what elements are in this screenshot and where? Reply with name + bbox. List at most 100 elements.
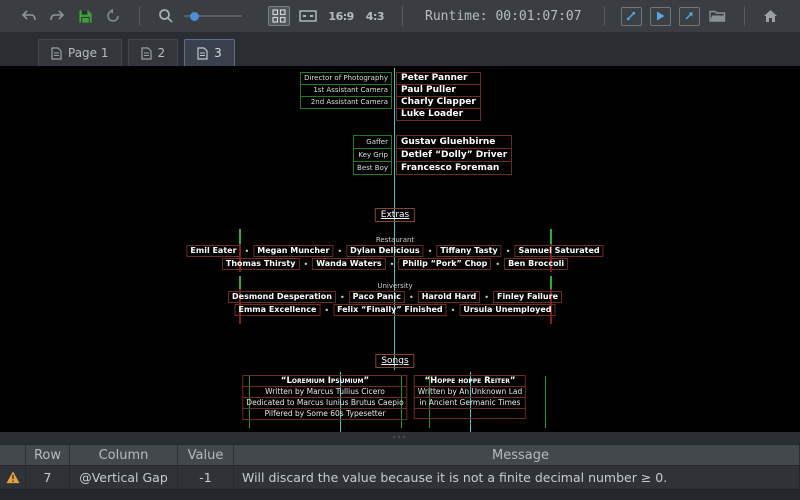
extras-names-row: Emil Eater•Megan Muncher•Dylan Delicious… [186, 245, 604, 257]
guides-toggle-button[interactable] [268, 6, 291, 26]
tab-page-3[interactable]: 3 [184, 39, 235, 66]
credit-name[interactable]: Charly Clapper [396, 96, 481, 109]
open-folder-button[interactable] [708, 6, 728, 26]
bullet-separator: • [505, 246, 511, 256]
redo-icon [50, 10, 65, 21]
song-credit-line[interactable] [413, 408, 527, 419]
bullet-separator: • [324, 305, 330, 315]
extra-name[interactable]: Desmond Desperation [228, 291, 336, 303]
credit-name[interactable]: Luke Loader [396, 108, 481, 121]
bullet-separator: • [484, 292, 489, 302]
credit-role-label[interactable]: 2nd Assistant Camera [300, 96, 392, 109]
undo-icon [22, 10, 37, 21]
bullet-separator: • [427, 246, 433, 256]
group-title-restaurant: Restaurant [375, 236, 415, 244]
render-frame-button[interactable] [620, 6, 642, 26]
undo-button[interactable] [19, 6, 39, 26]
extra-name[interactable]: Tiffany Tasty [436, 245, 502, 257]
extra-name[interactable]: Emma Excellence [234, 304, 321, 316]
extra-name[interactable]: Wanda Waters [312, 258, 386, 270]
folder-icon [709, 10, 726, 22]
song-credit-line[interactable]: in Ancient Germanic Times [413, 397, 527, 409]
credit-role-label[interactable]: Best Boy [353, 161, 392, 175]
revert-icon [107, 8, 120, 22]
severity-cell [0, 466, 26, 489]
credit-role-label[interactable]: Key Grip [353, 148, 392, 162]
zoom-slider-knob[interactable] [190, 12, 200, 21]
credit-name[interactable]: Gustav Gluehbirne [396, 135, 513, 149]
song-block-edge-guide [545, 376, 546, 428]
credit-role-label[interactable]: Gaffer [353, 135, 392, 149]
zoom-slider-track [184, 15, 243, 17]
value-column-header[interactable]: Value [178, 445, 234, 465]
issue-value: -1 [178, 466, 234, 489]
extras-names-row: Emma Excellence•Felix “Finally” Finished… [234, 304, 556, 316]
redo-button[interactable] [47, 6, 67, 26]
zoom-button[interactable] [156, 6, 176, 26]
revert-button[interactable] [103, 6, 123, 26]
tab-label: 3 [214, 46, 222, 60]
credit-name[interactable]: Detlef “Dolly” Driver [396, 148, 513, 162]
credit-name[interactable]: Francesco Foreman [396, 161, 513, 175]
bullet-separator: • [339, 292, 345, 302]
credit-role-label[interactable]: 1st Assistant Camera [300, 84, 392, 97]
section-marker-green [550, 229, 552, 244]
tab-page-2[interactable]: 2 [127, 39, 179, 66]
credit-role-label[interactable]: Director of Photography [300, 72, 392, 85]
song-block-edge-guide [429, 376, 430, 428]
home-button[interactable] [761, 6, 781, 26]
aspect-16-9-button[interactable]: 16:9 [328, 9, 354, 23]
column-column-header[interactable]: Column [70, 445, 178, 465]
extra-name[interactable]: Thomas Thirsty [221, 258, 300, 270]
tab-page-1[interactable]: Page 1 [38, 39, 122, 66]
guides-grid-icon [272, 9, 287, 23]
songs-heading-label: Songs [381, 356, 409, 366]
toolbar-separator [402, 6, 404, 26]
extra-name[interactable]: Ursula Unemployed [459, 304, 556, 316]
extra-name[interactable]: Ben Broccoli [504, 258, 569, 270]
bullet-separator: • [408, 292, 414, 302]
song-credit-line[interactable]: Written by An Unknown Lad [413, 386, 527, 398]
bullet-separator: • [244, 246, 250, 256]
bullet-separator: • [303, 259, 309, 269]
bullet-separator: • [337, 246, 343, 256]
issue-row[interactable]: 7 @Vertical Gap -1 Will discard the valu… [0, 466, 800, 489]
extra-name[interactable]: Emil Eater [186, 245, 241, 257]
page-icon [197, 46, 208, 60]
panel-resize-handle[interactable]: ··· [392, 433, 408, 443]
aspect-4-3-button[interactable]: 4:3 [365, 9, 385, 23]
song-credit-line[interactable]: Pilfered by Some 60s Typesetter [242, 408, 408, 420]
issues-table-header: Row Column Value Message [0, 444, 800, 466]
panel-footer [0, 489, 800, 500]
extra-name[interactable]: Megan Muncher [253, 245, 334, 257]
tab-label: Page 1 [68, 46, 109, 60]
extra-name[interactable]: Dylan Delicious [346, 245, 424, 257]
save-button[interactable] [75, 6, 95, 26]
song-title[interactable]: “Hoppe hoppe Reiter” [413, 375, 527, 387]
extra-name[interactable]: Harold Hard [417, 291, 481, 303]
letterbox-icon [299, 10, 318, 22]
message-column-header[interactable]: Message [234, 445, 800, 465]
extra-name[interactable]: Felix “Finally” Finished [333, 304, 447, 316]
bullet-separator: • [450, 305, 456, 315]
song-column-right: “Hoppe hoppe Reiter”Written by An Unknow… [413, 375, 527, 419]
section-marker-red [550, 289, 552, 324]
extra-name[interactable]: Samuel Saturated [514, 245, 604, 257]
song-block-edge-guide [401, 376, 402, 428]
extra-name[interactable]: Finley Failure [492, 291, 562, 303]
song-credit-line[interactable]: Written by Marcus Tullius Cicero [242, 386, 408, 398]
extra-name[interactable]: Paco Panic [348, 291, 405, 303]
song-credit-line[interactable]: Dedicated to Marcus Iunius Brutus Caepio [242, 397, 408, 409]
extras-heading[interactable]: Extras [374, 208, 416, 222]
songs-heading[interactable]: Songs [375, 354, 415, 368]
row-column-header[interactable]: Row [26, 445, 70, 465]
letterbox-toggle-button[interactable] [298, 6, 318, 26]
zoom-slider[interactable] [184, 6, 243, 26]
play-preview-button[interactable] [649, 6, 671, 26]
export-button[interactable] [678, 6, 700, 26]
search-icon [159, 9, 174, 23]
extra-name[interactable]: Philip “Pork” Chop [398, 258, 492, 270]
